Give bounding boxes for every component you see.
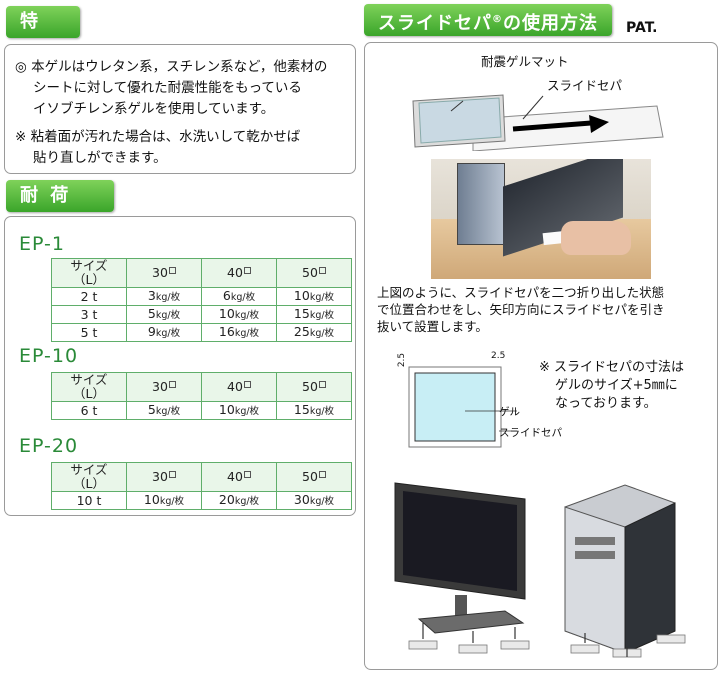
table-row: 5 t 9kg/枚 16kg/枚 25kg/枚 [51, 323, 352, 342]
size-note-1: ※ スライドセパの寸法は [539, 360, 685, 375]
table-row: 3 t 5kg/枚 10kg/枚 15kg/枚 [51, 305, 352, 324]
size-note-3: なっております。 [555, 396, 657, 411]
equipment-illustration [394, 482, 686, 658]
features-tab: 特 徴 [6, 6, 80, 64]
diagram-label-sepa: スライドセパ [499, 427, 562, 439]
features-line-2: シートに対して優れた耐震性能をもっている [33, 80, 302, 96]
ep1-table: サイズ（L） 30 40 50 2 t 3kg/枚 6kg/枚 10kg/枚 3… [51, 258, 352, 342]
features-note-1: ※ 粘着面が汚れた場合は、水洗いして乾かせば [15, 129, 301, 145]
gel-mat-illustration [412, 94, 664, 151]
ep10-title: EP-10 [19, 345, 79, 367]
installation-photo [431, 159, 651, 279]
label-slide-sepa: スライドセパ [547, 78, 623, 93]
features-box: ◎ 本ゲルはウレタン系，スチレン系など，他素材の シートに対して優れた耐震性能を… [4, 44, 356, 174]
table-row: 2 t 3kg/枚 6kg/枚 10kg/枚 [51, 287, 352, 306]
usage-desc-3: 抜いて設置します。 [377, 319, 488, 334]
usage-box: 耐震ゲルマット スライドセパ 上図のように、スライドセパを二つ折り出した状態 で… [364, 42, 718, 670]
usage-desc-1: 上図のように、スライドセパを二つ折り出した状態 [377, 285, 665, 300]
features-line-1: ◎ 本ゲルはウレタン系，スチレン系など，他素材の [15, 59, 328, 75]
usage-desc-2: で位置合わせをし、矢印方向にスライドセパを引き [377, 302, 665, 317]
size-header: サイズ（L） [51, 258, 127, 288]
diagram-label-gel: ゲル [499, 406, 520, 418]
table-row: 6 t 5kg/枚 10kg/枚 15kg/枚 [51, 401, 352, 420]
load-tab: 耐 荷 重 [6, 180, 114, 238]
table-row: 10 t 10kg/枚 20kg/枚 30kg/枚 [51, 491, 352, 510]
label-gel-mat: 耐震ゲルマット [481, 54, 569, 69]
dimension-diagram [408, 366, 517, 448]
ep10-table: サイズ（L） 30 40 50 6 t 5kg/枚 10kg/枚 15kg/枚 [51, 372, 352, 420]
features-line-3: イソブチレン系ゲルを使用しています。 [33, 101, 275, 117]
size-note-2: ゲルのサイズ+5㎜に [555, 378, 678, 393]
ep20-title: EP-20 [19, 435, 79, 457]
pat-label: PAT. [626, 20, 658, 36]
usage-tab: スライドセパ®の使用方法 [364, 4, 612, 36]
dim-left: 2.5 [397, 352, 408, 368]
dim-top: 2.5 [491, 351, 506, 361]
load-box: EP-1 サイズ（L） 30 40 50 2 t 3kg/枚 6kg/枚 10k… [4, 216, 356, 516]
ep20-table: サイズ（L） 30 40 50 10 t 10kg/枚 20kg/枚 30kg/… [51, 462, 352, 510]
features-note-2: 貼り直しができます。 [33, 150, 167, 166]
ep1-title: EP-1 [19, 233, 65, 255]
